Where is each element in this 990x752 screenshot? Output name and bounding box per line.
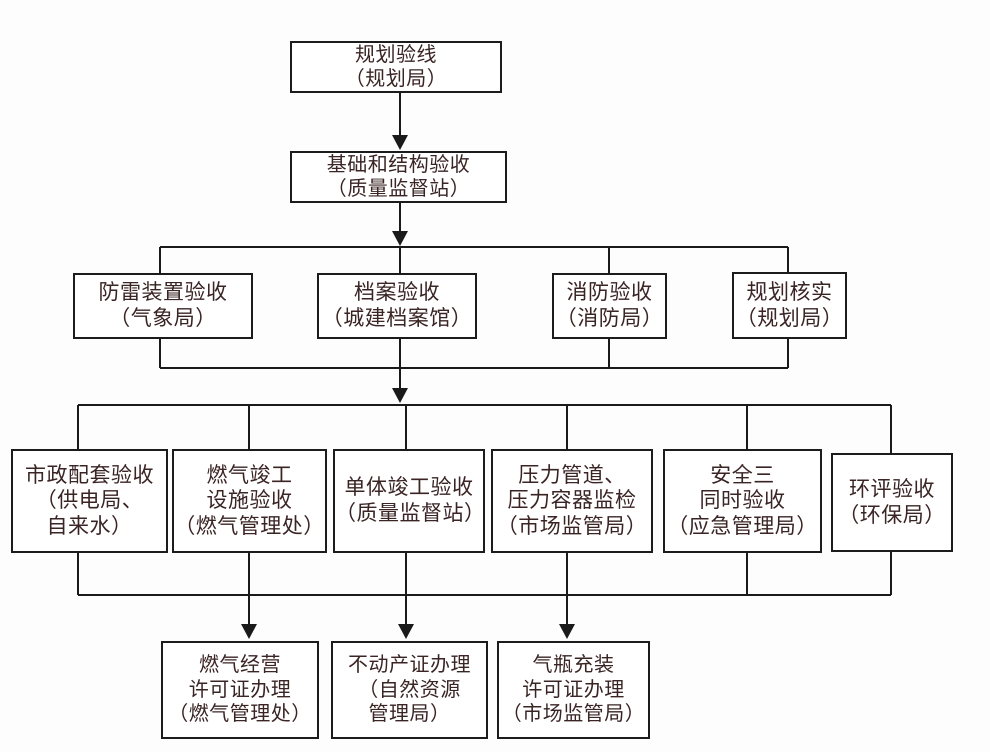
- node-gas-facility-acceptance: 燃气竣工 设施验收 （燃气管理处）: [172, 449, 327, 553]
- node-real-estate-certificate: 不动产证办理 （自然资源 管理局）: [331, 641, 488, 739]
- node-plan-line: 规划验线 （规划局）: [290, 41, 502, 93]
- node-archives-acceptance: 档案验收 （城建档案馆）: [317, 273, 477, 339]
- node-municipal-supporting: 市政配套验收 （供电局、 自来水）: [11, 449, 168, 553]
- node-foundation-structure: 基础和结构验收 （质量监督站）: [290, 151, 507, 203]
- node-gas-business-license: 燃气经营 许可证办理 （燃气管理处）: [161, 641, 319, 739]
- node-single-building-acceptance: 单体竣工验收 （质量监督站）: [333, 449, 485, 553]
- node-fire-acceptance: 消防验收 （消防局）: [552, 273, 667, 339]
- node-lightning-protection: 防雷装置验收 （气象局）: [73, 273, 253, 339]
- node-environmental-acceptance: 环评验收 （环保局）: [831, 453, 953, 552]
- node-safety-three-simultaneous: 安全三 同时验收 （应急管理局）: [663, 449, 822, 553]
- node-cylinder-filling-license: 气瓶充装 许可证办理 （市场监管局）: [497, 641, 650, 739]
- node-planning-verification: 规划核实 （规划局）: [732, 272, 847, 339]
- node-pressure-inspection: 压力管道、 压力容器监检 （市场监管局）: [491, 449, 653, 553]
